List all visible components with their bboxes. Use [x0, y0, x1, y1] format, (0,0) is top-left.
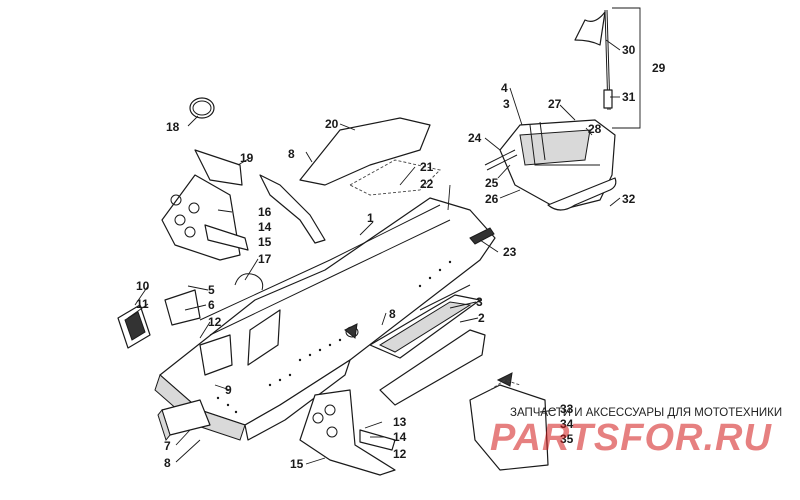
- callout-34: 34: [560, 417, 574, 431]
- callout-21: 21: [420, 160, 434, 174]
- ring-clamp: [189, 97, 215, 119]
- callout-1: 1: [367, 211, 374, 225]
- callout-29: 29: [652, 61, 666, 75]
- callout-12-bottom: 12: [393, 447, 407, 461]
- callout-8-bottom: 8: [164, 456, 171, 470]
- callout-15-left: 15: [258, 235, 272, 249]
- callout-10: 10: [136, 279, 150, 293]
- callout-25: 25: [485, 176, 499, 190]
- callout-8-top: 8: [288, 147, 295, 161]
- callout-9: 9: [225, 383, 232, 397]
- tunnel-chassis: [154, 197, 496, 441]
- callout-17: 17: [258, 252, 272, 266]
- callout-31: 31: [622, 90, 636, 104]
- callout-33: 33: [560, 402, 574, 416]
- callout-22: 22: [420, 177, 434, 191]
- watermark: ЗАПЧАСТИ И АКСЕССУАРЫ ДЛЯ МОТОТЕХНИКИ PA…: [490, 407, 782, 459]
- callout-19: 19: [240, 151, 254, 165]
- running-board: [369, 284, 486, 406]
- callout-3-right: 3: [476, 295, 483, 309]
- lower-bracket-plate: [299, 389, 396, 476]
- callout-23: 23: [503, 245, 517, 259]
- watermark-logo: PARTSFOR.RU: [490, 417, 772, 459]
- callout-16: 16: [258, 205, 272, 219]
- callout-4: 4: [501, 81, 508, 95]
- callout-27: 27: [548, 97, 562, 111]
- callout-32: 32: [622, 192, 636, 206]
- callout-2: 2: [478, 311, 485, 325]
- callout-28: 28: [588, 122, 602, 136]
- callout-14-left: 14: [258, 220, 272, 234]
- left-bracket-plate: [161, 149, 249, 261]
- callout-35: 35: [560, 432, 574, 446]
- callout-3-rack: 3: [503, 97, 510, 111]
- tail-panel: [469, 372, 549, 471]
- leader-lines: [127, 39, 621, 465]
- watermark-caption: ЗАПЧАСТИ И АКСЕССУАРЫ ДЛЯ МОТОТЕХНИКИ: [510, 407, 782, 419]
- callout-7: 7: [164, 439, 171, 453]
- callout-12-left: 12: [208, 315, 222, 329]
- rear-rack-assembly: [484, 119, 617, 211]
- callout-24: 24: [468, 131, 482, 145]
- callout-15-bottom: 15: [290, 457, 304, 471]
- callout-11: 11: [136, 297, 149, 311]
- callout-5: 5: [208, 283, 215, 297]
- callout-26: 26: [485, 192, 499, 206]
- callout-14-bottom: 14: [393, 430, 407, 444]
- flag-assembly: [574, 7, 641, 129]
- callout-18: 18: [166, 120, 180, 134]
- left-lower-parts: [117, 273, 264, 442]
- callout-13: 13: [393, 415, 407, 429]
- callout-20: 20: [325, 117, 339, 131]
- callout-labels: 1 2 3 3 4 5 6 7 8 8 8 9 10 11 12 12 13 1…: [136, 43, 666, 471]
- callout-6: 6: [208, 298, 215, 312]
- callout-30: 30: [622, 43, 636, 57]
- callout-8-board: 8: [389, 307, 396, 321]
